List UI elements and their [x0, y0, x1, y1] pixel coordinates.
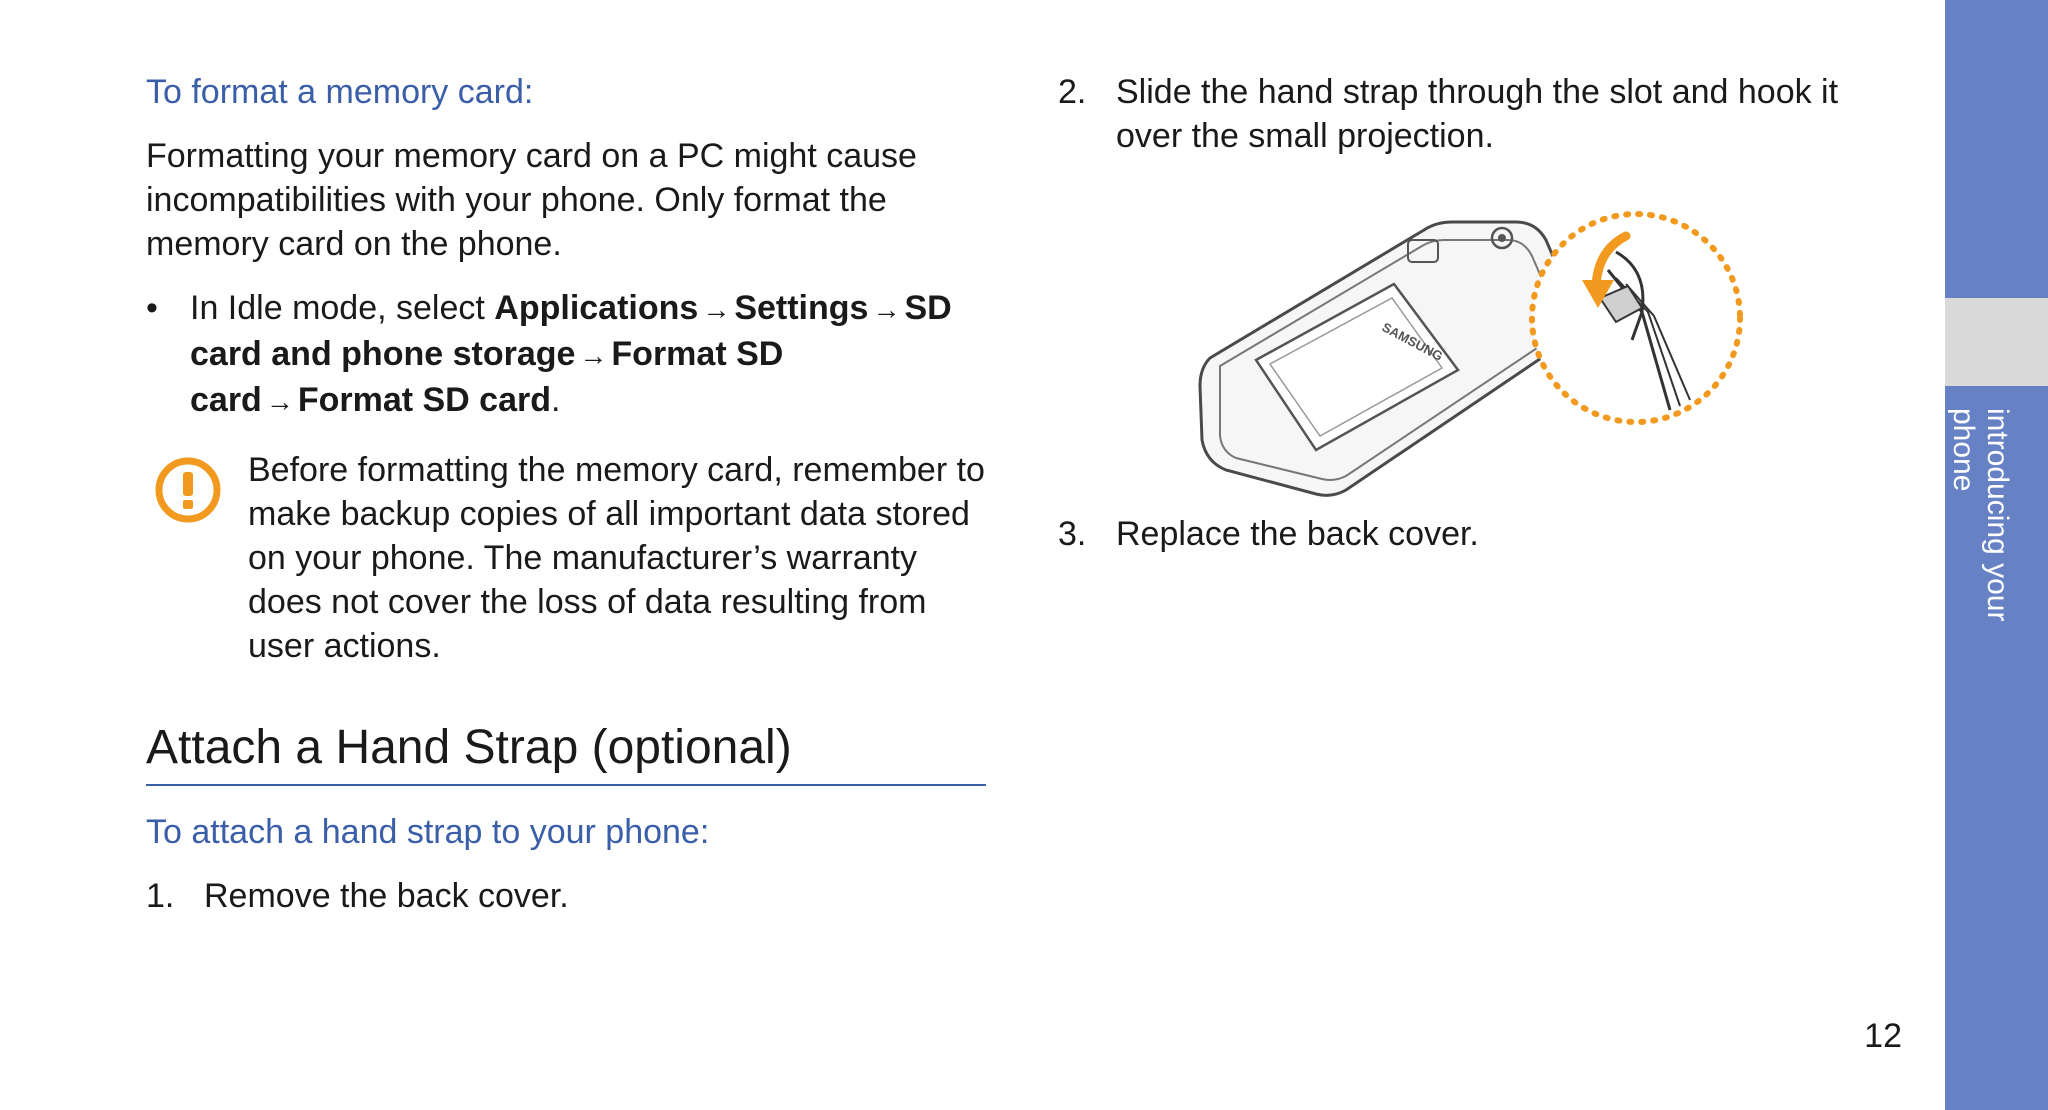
step-1: 1. Remove the back cover.	[146, 874, 986, 918]
step-text: Slide the hand strap through the slot an…	[1116, 73, 1839, 155]
arrow-glyph: →	[872, 294, 901, 325]
menu-path-settings: Settings	[734, 289, 869, 327]
arrow-head-icon	[1582, 280, 1614, 308]
step-3: 3. Replace the back cover.	[1058, 512, 1888, 556]
menu-path-format-sd: Format SD card	[190, 335, 784, 419]
bullet-trail: .	[551, 381, 561, 419]
arrow-glyph: →	[265, 386, 294, 417]
format-instruction-bullet: • In Idle mode, select Applications→Sett…	[146, 286, 986, 424]
chapter-sidebar	[1945, 0, 2048, 1110]
left-column: To format a memory card: Formatting your…	[146, 70, 986, 918]
bullet-lead-text: In Idle mode, select	[190, 289, 495, 327]
step-text: Remove the back cover.	[204, 877, 569, 915]
bullet-marker: •	[146, 289, 158, 327]
menu-path-applications: Applications	[494, 289, 699, 327]
arrow-glyph: →	[702, 294, 731, 325]
right-column-lower: 3. Replace the back cover.	[1058, 512, 1888, 556]
curved-arrow-icon	[1591, 231, 1631, 291]
camera-lens	[1490, 226, 1514, 250]
warning-text: Before formatting the memory card, remem…	[248, 451, 985, 665]
warning-note: Before formatting the memory card, remem…	[146, 448, 986, 668]
chapter-label: introducing your phone	[1947, 408, 2014, 622]
page-number: 12	[1864, 1017, 1902, 1055]
section-title: Attach a Hand Strap (optional)	[146, 718, 986, 786]
step-text: Replace the back cover.	[1116, 515, 1479, 553]
right-column: 2. Slide the hand strap through the slot…	[1058, 70, 1888, 158]
step-2: 2. Slide the hand strap through the slot…	[1058, 70, 1888, 158]
battery-compartment	[1254, 282, 1460, 452]
step-number: 2.	[1058, 73, 1087, 111]
format-card-subheading: To format a memory card:	[146, 73, 534, 111]
sim-slot	[1407, 239, 1439, 263]
step-number: 3.	[1058, 515, 1087, 553]
warning-icon	[155, 457, 221, 523]
menu-path-format-sd-confirm: Format SD card	[297, 381, 552, 419]
menu-path-storage: SD card and phone storage	[190, 289, 952, 373]
format-card-paragraph: Formatting your memory card on a PC migh…	[146, 137, 917, 263]
hand-strap-subheading: To attach a hand strap to your phone:	[146, 813, 710, 851]
battery-label-area	[1268, 297, 1444, 437]
strap-hook	[1598, 284, 1644, 324]
step-number: 1.	[146, 877, 175, 915]
zoom-circle	[1529, 211, 1743, 425]
arrow-glyph: →	[579, 340, 608, 371]
strap-cord	[1606, 269, 1672, 411]
strap-cord-3	[1625, 283, 1691, 401]
hand-strap-illustration: SAMSUNG	[1198, 211, 1743, 497]
camera-lens-center	[1498, 234, 1506, 242]
chapter-tab-marker	[1945, 298, 2048, 386]
